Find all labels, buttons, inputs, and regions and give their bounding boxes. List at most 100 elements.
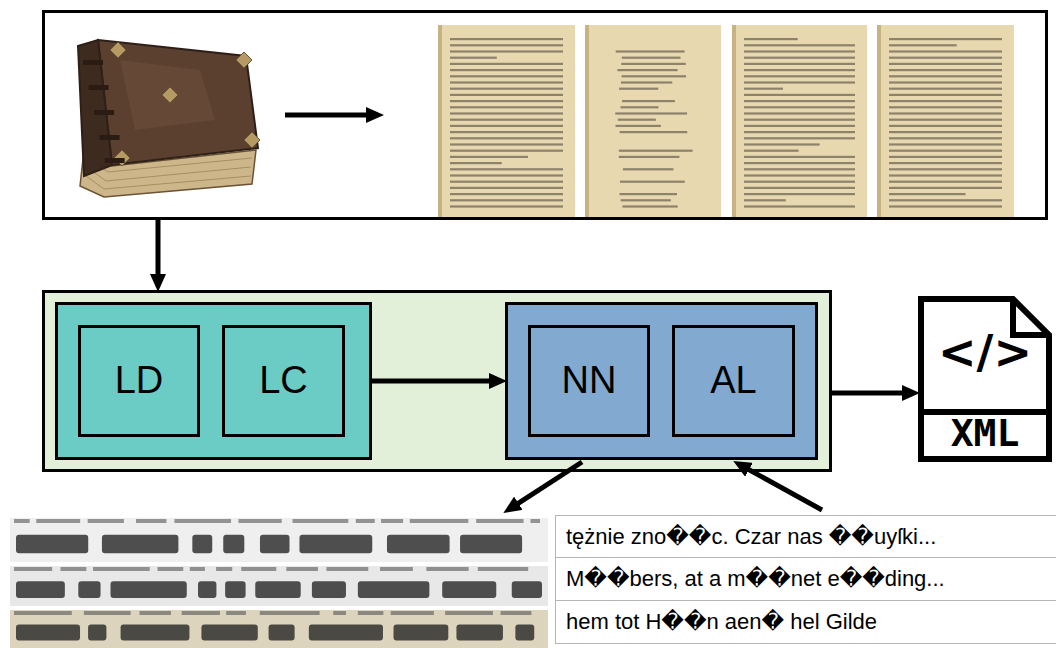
page-text-line [616,125,661,127]
table-cell: tężnie zno��c. Czar nas ��uyſki... [555,515,1056,558]
page-text-line [744,100,855,102]
page-text-line [889,57,1002,59]
page-text-line [744,199,786,201]
page-text-line [621,199,671,201]
page-text-line [450,94,563,96]
page-text-line [450,174,563,176]
page-text-line [622,100,675,102]
page-text-line [450,162,502,164]
cut-line-trace [391,611,434,615]
spine-band [83,60,103,65]
cut-line-trace [476,519,523,523]
page-text-line [744,125,855,127]
page-text-line [889,156,1002,158]
page-text-line [619,156,680,158]
handwritten-word [16,535,88,553]
cut-line-trace [216,567,232,571]
page-text-line [744,50,855,52]
page-text-line [450,187,563,189]
page-text-line [622,57,681,59]
cut-line-trace [286,567,318,571]
strip-ground [10,518,548,562]
page-text-line [620,193,677,195]
handwritten-word [358,581,430,598]
cut-line-trace [445,611,493,615]
page-text-line [889,63,1002,65]
page-text-line [450,81,563,83]
page-text-line [744,94,855,96]
handwritten-word [16,624,80,640]
page-text-line [889,199,1002,201]
stage-group: NN AL [505,302,818,460]
page-text-line [450,75,563,77]
code-symbol: </> [918,296,1052,408]
page-text-line [744,181,855,183]
page-text-line [621,63,685,65]
page-text-line [615,112,687,114]
page-text-line [889,150,1002,152]
cut-line-trace [140,611,171,615]
cut-line-trace [356,519,375,523]
spine-band [89,85,109,90]
book-illustration [78,40,260,197]
cut-line-trace [14,519,30,523]
process-box: AL [672,325,795,437]
cut-line-trace [226,611,246,615]
cut-line-trace [531,519,540,523]
page-text-line [744,44,855,46]
handwritten-word [299,535,372,553]
cut-line-trace [238,519,281,523]
cut-line-trace [190,567,205,571]
handwritten-word [269,624,295,640]
book-cover [98,40,258,165]
page-text-line [744,57,855,59]
page-text-line [622,205,677,207]
strip-ground [10,610,548,648]
page-text-line [744,193,855,195]
text-line-image [10,566,548,606]
text-line-image [10,610,548,648]
cut-line-trace [326,567,368,571]
page-text-line [889,112,1002,114]
page-text-line [889,168,1002,170]
process-box: LC [222,325,345,437]
page-edge [585,25,589,217]
table-cell: hem tot H��n aen� hel Gilde [555,601,1056,644]
handwritten-word [78,581,100,598]
page-text-line [744,150,799,152]
text-line-image [10,518,548,562]
xml-file-icon: </>XML [918,296,1052,462]
handwritten-word [198,581,216,598]
cut-line-trace [182,611,220,615]
page-text-line [744,69,855,71]
transcription-text: tężnie zno��c. Czar nas ��uyſki... [566,524,936,550]
flow-arrow [156,220,161,278]
cut-line-trace [84,611,131,615]
page-text-line [616,50,685,52]
page-text-line [744,88,783,90]
page-text-line [744,168,855,170]
page-text-line [889,81,1002,83]
page-text-line [450,119,563,121]
feedback-arrow [746,468,822,510]
page-text-line [450,112,563,114]
page-paper [732,25,867,217]
handwritten-word [456,624,502,640]
page-text-line [744,143,820,145]
cut-line-trace [478,567,528,571]
table-cell: M��bers, at a m��net e��ding... [555,558,1056,601]
page-text-line [619,88,658,90]
page-text-line [620,181,685,183]
page-paper [877,25,1014,217]
page-text-line [450,137,563,139]
page-text-line [889,75,1002,77]
spine-band [100,135,120,140]
stage-label: NN [562,360,617,402]
handwritten-word [460,535,522,553]
page-paper [438,25,575,217]
cut-line-trace [292,519,348,523]
handwritten-word [102,535,178,553]
page-text-line [889,88,1002,90]
handwritten-word [225,581,245,598]
page-text-line [450,57,497,59]
